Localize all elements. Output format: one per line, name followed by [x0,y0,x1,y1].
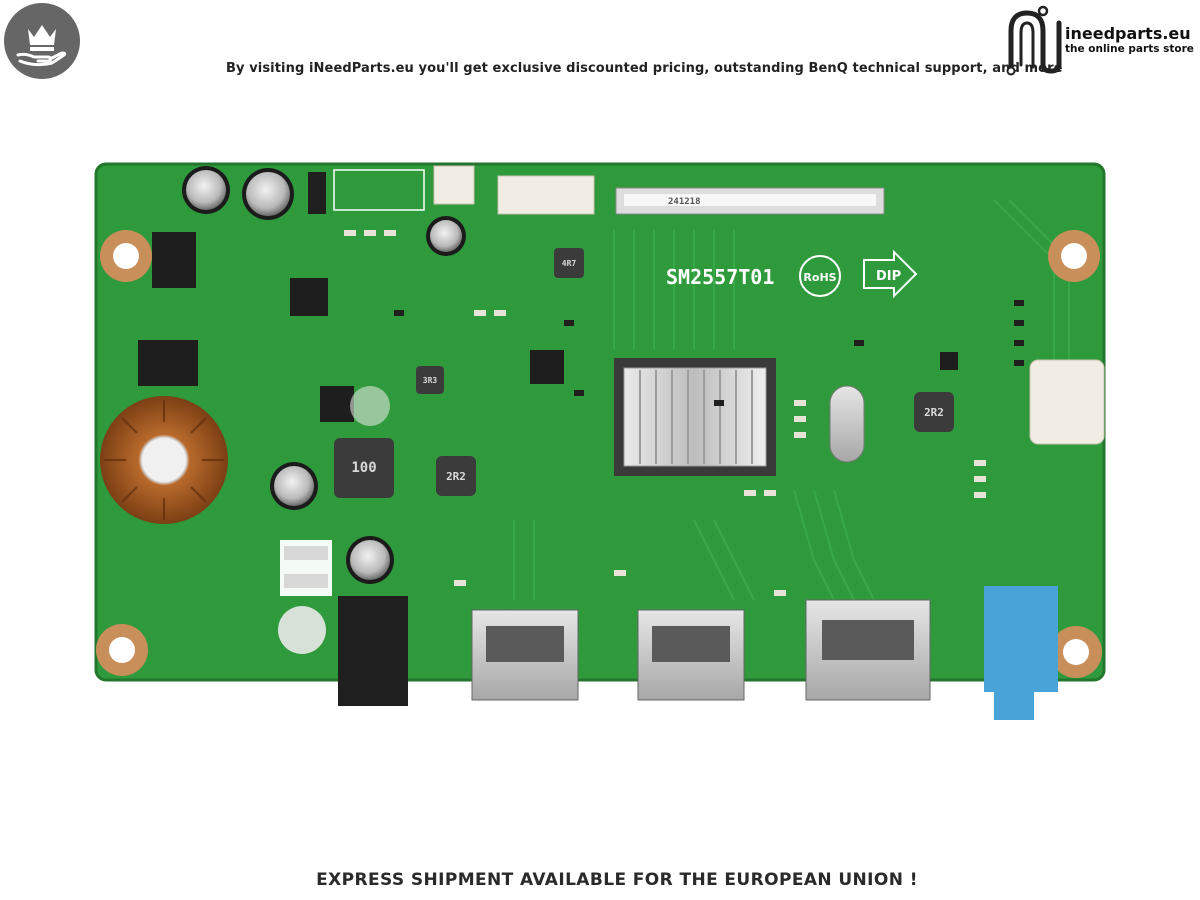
crown-badge [4,3,80,79]
model-marking: SM2557T01 [666,265,774,289]
brand-n-icon [1006,5,1062,76]
svg-text:3R3: 3R3 [423,376,438,385]
svg-text:2R2: 2R2 [446,470,466,483]
svg-text:2R2: 2R2 [924,406,944,419]
audio-jack [984,586,1058,692]
shipping-banner-text: EXPRESS SHIPMENT AVAILABLE FOR THE EUROP… [316,870,918,890]
pcb-board-image: 241218 SM2557T01 RoHS DIP 100 2R2 2R2 3R… [94,162,1106,720]
bottom-ports [338,586,1058,720]
rohs-mark: RoHS [803,271,836,284]
dip-mark: DIP [876,269,901,284]
svg-text:100: 100 [351,460,376,476]
inductors: 100 2R2 2R2 3R3 4R7 [334,248,954,498]
electrolytic-capacitors [182,166,466,584]
side-connector [1029,359,1105,445]
brand-tagline: the online parts store [1065,43,1194,55]
heatsink [623,367,767,467]
brand-logo[interactable]: ineedparts.eu the online parts store [1003,3,1199,77]
brand-name: ineedparts.eu [1065,24,1191,43]
crown-hand-icon [16,25,67,67]
mounting-holes [96,230,1102,678]
svg-text:4R7: 4R7 [562,259,577,268]
connector-code: 241218 [668,197,701,207]
promo-banner-text: By visiting iNeedParts.eu you'll get exc… [226,61,1063,76]
